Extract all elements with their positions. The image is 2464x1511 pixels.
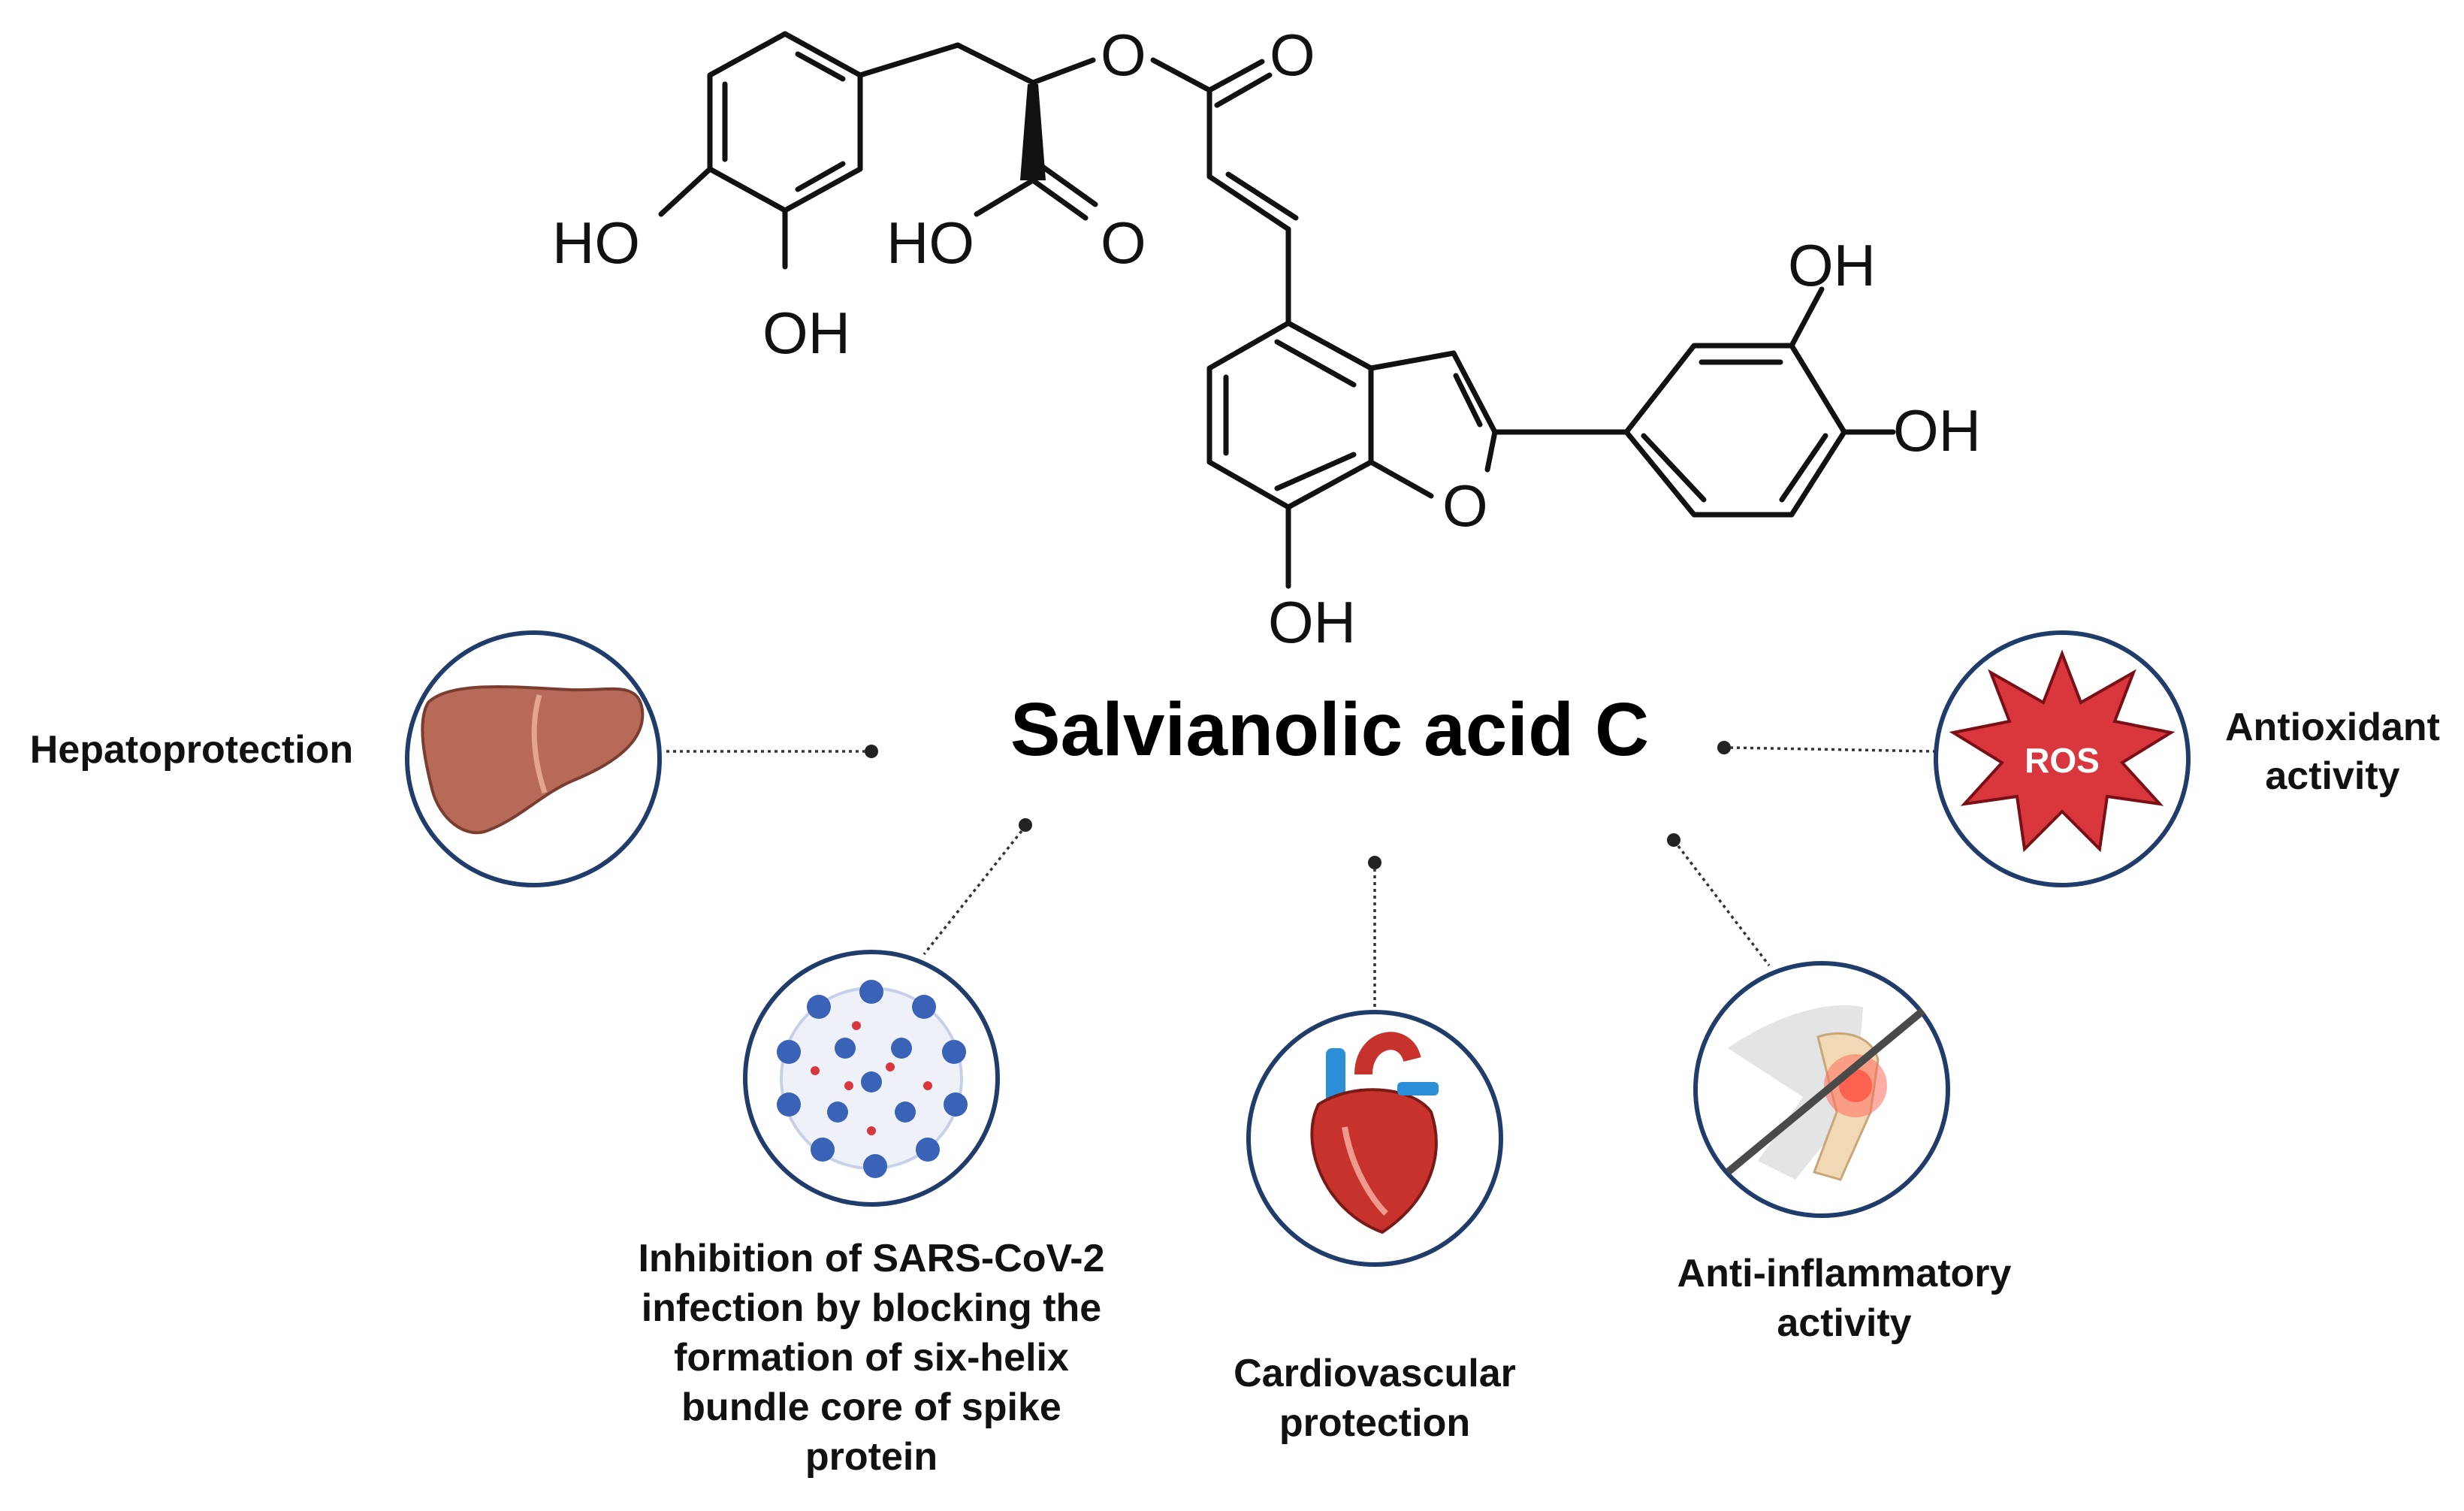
sars-label-line5: protein	[805, 1435, 938, 1479]
atom-oh-bottom: OH	[1268, 589, 1356, 655]
cardio-label-line1: Cardiovascular	[1234, 1352, 1516, 1395]
left-benzene-ring	[707, 31, 863, 213]
inflamed-knee-icon	[1725, 1005, 1926, 1181]
cardio-node: Cardiovascular protection	[1234, 1010, 1516, 1445]
heart-icon	[1310, 1032, 1439, 1234]
atom-o-furan: O	[1442, 473, 1488, 539]
sars-label-line3: formation of six-helix	[674, 1336, 1069, 1380]
hepatoprotection-label: Hepatoprotection	[30, 728, 353, 772]
ros-badge: ROS	[2025, 741, 2100, 780]
antiinflammatory-node: Anti-inflammatory activity	[1677, 961, 2012, 1345]
atom-oh-right: OH	[1893, 397, 1981, 464]
atom-o-acid: O	[1101, 210, 1146, 276]
cardio-label-line2: protection	[1279, 1401, 1470, 1445]
virus-icon	[777, 980, 968, 1178]
ros-burst-icon	[1949, 649, 2176, 853]
antioxidant-label-line1: Antioxidant	[2225, 706, 2440, 749]
atom-oh-top-right: OH	[1788, 232, 1876, 298]
compound-title: Salvianolic acid C	[1010, 688, 1649, 772]
atom-ho-acid: HO	[886, 210, 974, 276]
stereo-wedge	[1020, 84, 1046, 180]
sars-label-line4: bundle core of spike	[681, 1386, 1061, 1429]
liver-icon	[421, 685, 645, 835]
chemical-structure	[658, 31, 1896, 589]
sars-label-line2: infection by blocking the	[642, 1286, 1101, 1330]
antiinflammatory-label-line2: activity	[1777, 1301, 1911, 1345]
antioxidant-label-line2: activity	[2265, 754, 2399, 798]
antioxidant-node: ROS Antioxidant activity	[1934, 630, 2440, 887]
atom-o-carbonyl: O	[1270, 22, 1315, 88]
right-benzene-ring	[1623, 343, 1847, 518]
atom-labels: HO OH HO O O O OH OH O OH	[552, 22, 1981, 655]
antiinflammatory-label-line1: Anti-inflammatory	[1677, 1252, 2012, 1295]
atom-ho-left: HO	[552, 210, 640, 276]
sars-node: Inhibition of SARS-CoV-2 infection by bl…	[638, 950, 1105, 1479]
connectors	[665, 741, 1935, 1014]
atom-oh-left: OH	[762, 300, 850, 366]
hepatoprotection-node: Hepatoprotection	[30, 630, 662, 887]
atom-o-ester: O	[1101, 22, 1146, 88]
sars-label-line1: Inhibition of SARS-CoV-2	[638, 1237, 1104, 1280]
